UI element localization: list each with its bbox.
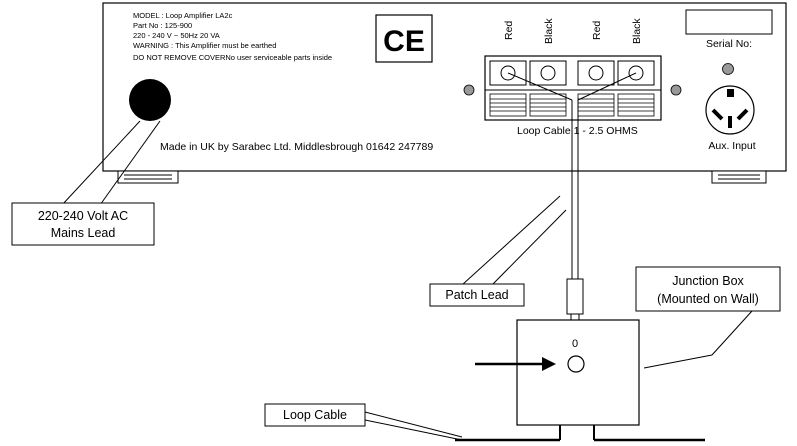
serial-number-label: Serial No: <box>706 38 752 50</box>
left-foot <box>117 170 179 184</box>
mains-lead-label-line2: Mains Lead <box>51 226 116 240</box>
cover-warning-text: DO NOT REMOVE COVERNo user serviceable p… <box>133 53 332 62</box>
ce-mark: CE <box>383 25 425 58</box>
part-number-text: Part No : 125-900 <box>133 21 192 30</box>
junction-socket-label: 0 <box>572 338 578 350</box>
mains-grommet <box>129 79 171 121</box>
terminal-label-red-2: Red <box>591 21 603 40</box>
terminal-red-2[interactable] <box>577 60 615 86</box>
right-foot <box>711 170 767 184</box>
loop-cable-label: Loop Cable <box>283 408 347 422</box>
ce-mark-box <box>375 14 433 63</box>
manufacturer-text: Made in UK by Sarabec Ltd. Middlesbrough… <box>160 141 433 153</box>
serial-number-box <box>685 9 773 35</box>
patch-lead-callout: Patch Lead <box>429 195 567 307</box>
junction-socket[interactable] <box>567 355 585 373</box>
aux-input-socket[interactable] <box>705 85 755 135</box>
loop-cable-spec: Loop Cable 1 - 2.5 OHMS <box>517 125 638 137</box>
mains-lead-callout: 220-240 Volt AC Mains Lead <box>11 120 161 246</box>
junction-box-label-line1: Junction Box <box>672 274 744 288</box>
amplifier-rear-panel: MODEL : Loop Amplifier LA2c Part No : 12… <box>102 2 787 280</box>
terminal-label-red-1: Red <box>503 21 515 40</box>
terminal-mount-screw-left <box>463 84 475 96</box>
arrow-right-icon <box>475 357 556 371</box>
terminal-label-black-1: Black <box>543 18 555 44</box>
patch-lead-label: Patch Lead <box>445 288 508 302</box>
junction-box-label-line2: (Mounted on Wall) <box>657 292 759 306</box>
terminal-wires <box>507 72 637 280</box>
terminal-black-1[interactable] <box>529 60 567 86</box>
junction-box-callout: Junction Box (Mounted on Wall) <box>635 266 781 369</box>
earth-warning-text: WARNING : This Amplifier must be earthed <box>133 41 276 50</box>
junction-box: 0 <box>475 319 640 426</box>
mains-lead-label-line1: 220-240 Volt AC <box>38 209 128 223</box>
aux-screw <box>722 63 734 75</box>
terminal-mount-screw-right <box>670 84 682 96</box>
terminal-ribs <box>489 93 655 117</box>
aux-input-label: Aux. Input <box>708 140 755 152</box>
speaker-terminal-block: Red Black Red Black <box>463 18 682 121</box>
loop-cable-callout: Loop Cable <box>264 403 463 441</box>
terminal-red-1[interactable] <box>489 60 527 86</box>
terminal-label-black-2: Black <box>631 18 643 44</box>
loop-cable <box>455 425 705 442</box>
rating-text: 220 - 240 V ~ 50Hz 20 VA <box>133 31 220 40</box>
model-text: MODEL : Loop Amplifier LA2c <box>133 11 233 20</box>
